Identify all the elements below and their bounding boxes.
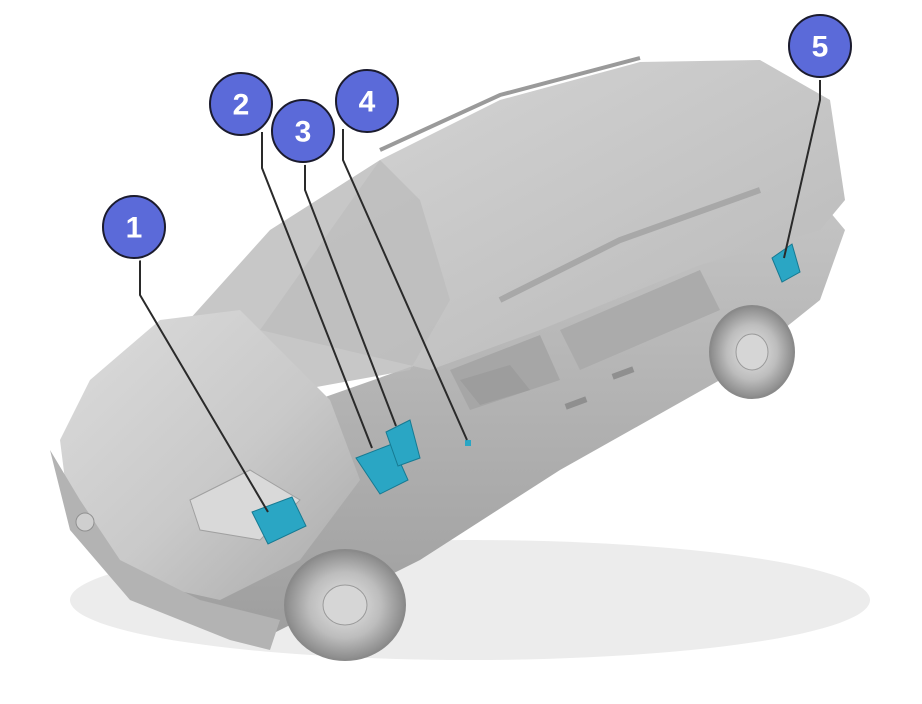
component-3-module (385, 419, 421, 467)
callout-label: 5 (812, 31, 829, 64)
callout-badge (335, 69, 399, 133)
callout-label: 1 (126, 212, 143, 245)
side-window-rear (560, 270, 720, 370)
door-handle (611, 366, 635, 380)
component-4-sensor (465, 440, 471, 446)
leader-line-5 (783, 80, 821, 259)
brand-emblem (75, 512, 95, 532)
callout-1: 1 (100, 193, 168, 261)
callout-label: 3 (295, 116, 312, 149)
roof-rail (379, 56, 641, 152)
callout-label: 2 (233, 89, 250, 122)
callout-label: 4 (359, 86, 376, 119)
roof-rail-rear (498, 187, 762, 303)
leader-line-3 (304, 162, 397, 427)
callout-4: 4 (333, 67, 401, 135)
leader-line-4 (342, 129, 468, 441)
callout-badge (209, 72, 273, 136)
callout-badge (102, 195, 166, 259)
door-handle (564, 396, 588, 410)
callout-2: 2 (207, 70, 275, 138)
side-mirror (460, 365, 530, 405)
leader-lines (139, 80, 821, 513)
callout-badge (271, 99, 335, 163)
callout-3: 3 (269, 97, 337, 165)
front-bumper (50, 450, 280, 650)
callouts: 1 2 3 4 5 (100, 12, 854, 261)
rear-wheel-hub (735, 333, 769, 371)
front-wheel-hub (322, 584, 368, 626)
callout-badge (788, 14, 852, 78)
leader-line-1 (139, 258, 269, 513)
leader-line-2 (261, 132, 373, 449)
minivan-illustration (50, 56, 870, 661)
callout-5: 5 (786, 12, 854, 80)
